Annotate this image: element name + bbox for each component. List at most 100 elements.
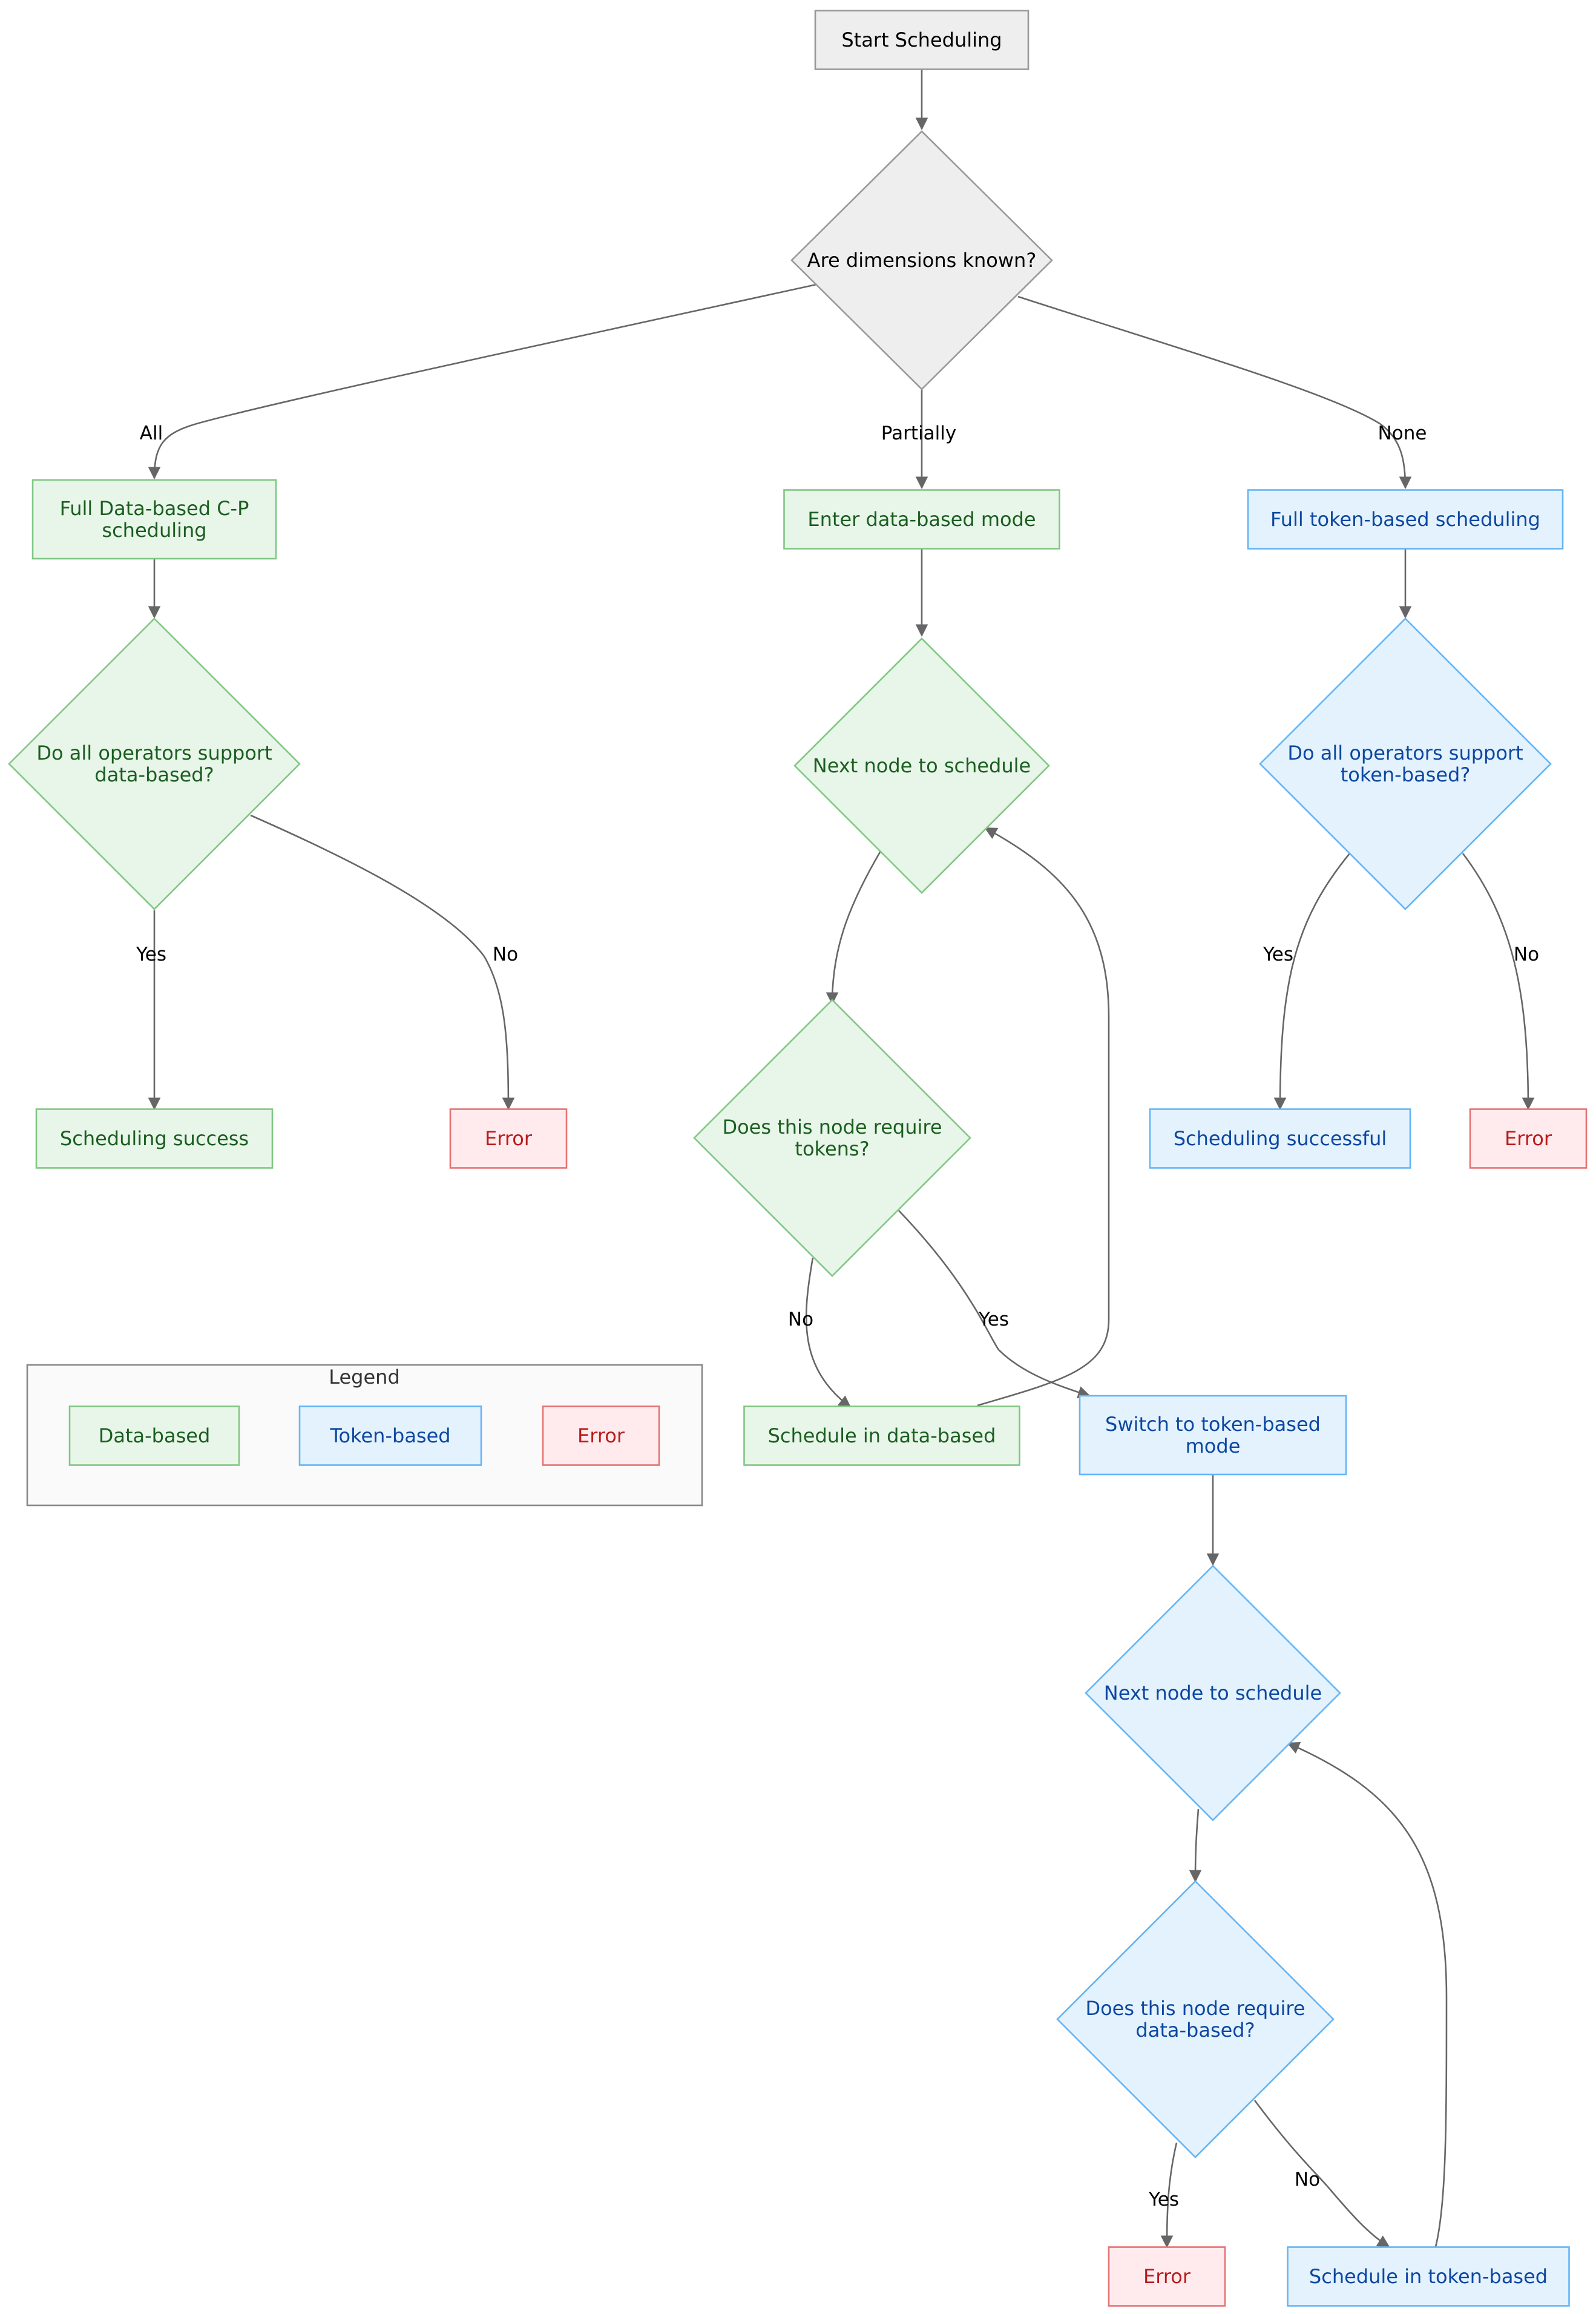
legend-item-error: Error — [542, 1405, 660, 1466]
node-next-node-token: Next node to schedule — [1085, 1565, 1341, 1821]
edge-schedule-token-loop — [1287, 1742, 1448, 2247]
node-label: Schedule in token-based — [1309, 2265, 1548, 2288]
legend: Legend Data-based Token-based Error — [26, 1364, 703, 1507]
legend-items: Data-based Token-based Error — [68, 1405, 660, 1466]
node-label: Start Scheduling — [841, 28, 1002, 51]
process-box — [1108, 2246, 1226, 2307]
node-dims-known: Are dimensions known? — [790, 130, 1053, 390]
edge-schedule-data-loop — [977, 827, 1110, 1407]
decision-diamond — [693, 999, 971, 1277]
process-box — [449, 1108, 568, 1169]
node-start: Start Scheduling — [814, 10, 1030, 70]
edge-label-token-yes: Yes — [1263, 944, 1293, 965]
edge-dims-to-full-data — [148, 283, 817, 480]
edge-ops-data-no — [250, 814, 515, 1111]
edge-label-tokens-no: No — [788, 1309, 813, 1330]
node-label: data-based? — [1135, 2019, 1255, 2042]
node-label: mode — [1186, 1435, 1241, 1458]
node-sched-success: Scheduling success — [35, 1108, 274, 1169]
node-enter-data-mode: Enter data-based mode — [783, 489, 1060, 550]
decision-diamond — [8, 617, 301, 910]
node-label: Error — [1143, 2265, 1191, 2288]
process-box — [1247, 489, 1564, 550]
node-label: scheduling — [102, 519, 206, 542]
edge-next-data-to-requires — [826, 850, 882, 1005]
edge-label-all: All — [140, 422, 163, 444]
edge-label-data-no: No — [493, 944, 518, 965]
legend-swatch — [298, 1405, 482, 1466]
node-full-token: Full token-based scheduling — [1247, 489, 1564, 550]
node-label: Error — [1505, 1127, 1552, 1150]
node-label: Next node to schedule — [1104, 1681, 1322, 1704]
edge-label-tokens-yes: Yes — [978, 1309, 1009, 1330]
legend-swatch — [542, 1405, 660, 1466]
edge-dims-to-full-token — [1017, 295, 1412, 490]
legend-label: Token-based — [329, 1424, 450, 1447]
process-box — [1287, 2246, 1570, 2307]
decision-diamond — [793, 637, 1050, 894]
process-box — [31, 479, 277, 560]
edge-label-token-no: No — [1514, 944, 1539, 965]
process-box — [35, 1108, 274, 1169]
node-label: Schedule in data-based — [768, 1424, 996, 1447]
node-label: token-based? — [1341, 763, 1471, 786]
node-schedule-in-token: Schedule in token-based — [1287, 2246, 1570, 2307]
edge-label-none: None — [1378, 422, 1427, 444]
node-label: Full token-based scheduling — [1270, 508, 1540, 531]
edge-label-data-req-no: No — [1295, 2169, 1320, 2191]
decision-diamond — [1259, 617, 1552, 910]
legend-label: Error — [577, 1424, 625, 1447]
legend-label: Data-based — [99, 1424, 211, 1447]
legend-item-data-based: Data-based — [68, 1405, 240, 1466]
edge-label-partially: Partially — [881, 422, 956, 444]
node-sched-successful: Scheduling successful — [1149, 1108, 1411, 1169]
node-error-token: Error — [1469, 1108, 1588, 1169]
legend-title: Legend — [329, 1366, 400, 1389]
decision-diamond — [1056, 1880, 1335, 2158]
edge-ops-token-no — [1462, 853, 1535, 1111]
legend-swatch — [68, 1405, 240, 1466]
process-box — [814, 10, 1030, 70]
decision-diamond — [790, 130, 1053, 390]
process-box — [1149, 1108, 1411, 1169]
node-label: Do all operators support — [1287, 741, 1523, 764]
node-schedule-in-data: Schedule in data-based — [743, 1405, 1020, 1466]
node-label: Scheduling successful — [1174, 1127, 1387, 1150]
edge-requires-data-yes — [1160, 2142, 1178, 2249]
edge-label-data-yes: Yes — [136, 944, 166, 965]
decision-diamond — [1085, 1565, 1341, 1821]
node-label: Does this node require — [1085, 1997, 1305, 2020]
node-label: Do all operators support — [36, 741, 272, 764]
edge-requires-tokens-yes — [898, 1210, 1091, 1399]
node-error-data: Error — [449, 1108, 568, 1169]
edge-labels: All Partially None Yes No Yes No No Yes … — [136, 422, 1539, 2210]
node-label: Next node to schedule — [813, 754, 1031, 777]
node-label: Switch to token-based — [1105, 1413, 1321, 1436]
node-label: Does this node require — [722, 1116, 942, 1139]
node-label: data-based? — [94, 763, 214, 786]
node-label: Are dimensions known? — [807, 249, 1037, 272]
process-box — [783, 489, 1060, 550]
node-label: Full Data-based C-P — [60, 497, 249, 520]
edge-requires-data-no — [1253, 2100, 1390, 2248]
process-box — [743, 1405, 1020, 1466]
edge-ops-token-yes — [1273, 853, 1351, 1111]
node-label: tokens? — [795, 1137, 869, 1160]
edges — [148, 70, 1535, 2249]
edge-requires-tokens-no — [805, 1257, 852, 1408]
edge-next-token-to-requires — [1189, 1809, 1202, 1883]
node-label: Scheduling success — [60, 1127, 249, 1150]
legend-item-token-based: Token-based — [298, 1405, 482, 1466]
process-box — [1079, 1395, 1347, 1476]
node-label: Error — [485, 1127, 533, 1150]
edge-label-data-req-yes: Yes — [1148, 2189, 1179, 2210]
node-label: Enter data-based mode — [807, 508, 1036, 531]
